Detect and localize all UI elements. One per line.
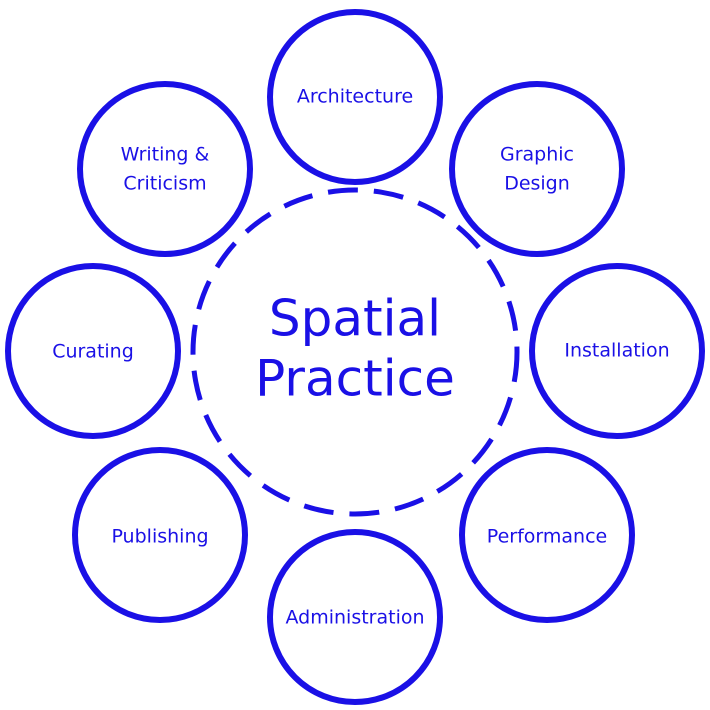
node-administration-circle [267, 529, 443, 705]
node-graphic-design-label-line-2: Design [504, 173, 570, 195]
node-curating-circle [5, 263, 181, 439]
node-graphic-design-circle [449, 81, 625, 257]
node-publishing: Publishing [72, 447, 248, 623]
node-installation: Installation [529, 263, 705, 439]
center-title-line-1: Spatial [269, 290, 441, 348]
node-administration-label: Administration [285, 607, 424, 629]
node-writing-criticism-label-line-2: Criticism [123, 173, 206, 195]
node-curating: Curating [5, 263, 181, 439]
center-node: Spatial Practice [190, 187, 520, 517]
node-architecture-label: Architecture [297, 86, 413, 108]
node-installation-circle [529, 263, 705, 439]
node-administration: Administration [267, 529, 443, 705]
node-curating-label: Curating [52, 341, 134, 363]
node-publishing-circle [72, 447, 248, 623]
node-architecture: Architecture [267, 9, 443, 185]
node-graphic-design-label-line-1: Graphic [500, 144, 574, 166]
node-writing-criticism-circle [77, 81, 253, 257]
node-installation-label: Installation [564, 340, 669, 362]
node-performance-label: Performance [487, 526, 607, 548]
node-writing-criticism: Writing & Criticism [77, 81, 253, 257]
node-performance: Performance [459, 447, 635, 623]
node-performance-circle [459, 447, 635, 623]
node-writing-criticism-label-line-1: Writing & [121, 144, 210, 166]
node-publishing-label: Publishing [111, 526, 208, 548]
node-architecture-circle [267, 9, 443, 185]
center-title-line-2: Practice [255, 350, 455, 408]
center-dashed-circle [190, 187, 520, 517]
node-graphic-design: Graphic Design [449, 81, 625, 257]
